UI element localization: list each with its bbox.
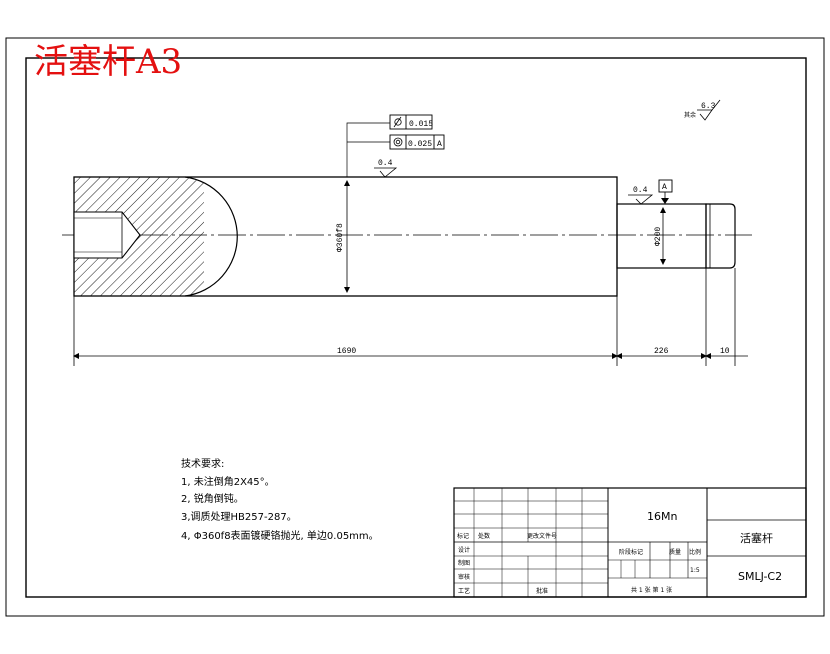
main-roughness-value: 0.4 [378,159,393,168]
main-length-label: 1690 [337,347,356,356]
tb-label-change-doc: 更改文件号 [527,532,557,540]
tb-label-process: 工艺 [458,587,470,595]
cylindricity-icon [393,116,402,128]
neck-roughness-symbol: 0.4 [628,186,654,205]
neck-diameter-label: Φ200 [654,227,663,246]
tb-sheet-info: 共 1 张 第 1 张 [631,586,672,594]
notes-item: 1, 未注倒角2X45°。 [181,475,275,488]
coaxiality-icon [393,137,403,147]
main-diameter-label: Φ360f8 [336,223,345,252]
general-roughness-prefix: 其余 [684,111,696,119]
tb-label-design: 设计 [458,546,470,554]
tb-scale-value: 1:5 [690,567,700,574]
main-roughness-symbol: 0.4 [374,159,398,178]
general-roughness-symbol: 其余 6.3 [684,99,721,121]
end-length-label: 10 [720,347,730,356]
tb-scale-label: 比例 [689,548,701,556]
datum-a-label: A [662,183,667,192]
notes-heading: 技术要求: [181,457,224,470]
tb-weight-label: 质量 [669,548,681,556]
threaded-hole [73,211,141,259]
notes-item: 3,调质处理HB257-287。 [181,511,297,523]
datum-a-marker: A [658,179,673,204]
tb-stage-label: 阶段标记 [619,548,643,556]
tolerance-leader [346,122,390,177]
coaxiality-frame: 0.025 A [389,134,445,150]
main-diameter-dimension: Φ360f8 [336,180,350,293]
rod-body [73,176,736,366]
cylindricity-frame: 0.015 [389,114,433,130]
title-block: 标记 处数 更改文件号 设计 制图 审核 工艺 批准 16Mn 活塞杆 SMLJ… [453,487,807,598]
cylindricity-value: 0.015 [409,120,433,129]
tb-part-name: 活塞杆 [740,531,773,545]
rod-end [705,203,736,269]
tb-label-review: 审核 [458,573,470,581]
coaxiality-value: 0.025 [408,140,432,149]
neck-diameter-dimension: Φ200 [654,207,666,265]
tb-label-drawing: 制图 [458,559,470,567]
section-arc [184,176,238,297]
notes-item: 2, 锐角倒钝。 [181,492,244,505]
length-dimensions: 1690 226 10 [73,268,748,366]
neck-length-label: 226 [654,347,669,356]
tb-label-mark: 标记 [457,532,469,540]
general-roughness-value: 6.3 [701,102,716,111]
neck-roughness-value: 0.4 [633,186,648,195]
tb-material: 16Mn [647,510,677,523]
notes-item: 4, Φ360f8表面镀硬铬抛光, 单边0.05mm。 [181,529,379,542]
sheet-title: 活塞杆A3 [34,42,182,82]
tb-drawing-no: SMLJ-C2 [738,570,782,583]
tb-label-count: 处数 [478,532,490,540]
tb-label-approve: 批准 [536,587,548,595]
outer-border [5,37,825,617]
coaxiality-datum: A [437,140,442,149]
inner-frame [25,57,807,598]
technical-notes: 技术要求: 1, 未注倒角2X45°。 2, 锐角倒钝。 3,调质处理HB257… [181,457,379,542]
